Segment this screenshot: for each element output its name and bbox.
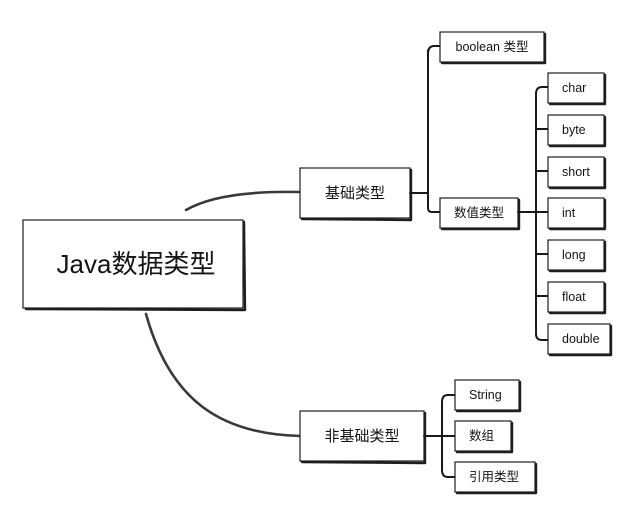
bracket-primitive (409, 45, 441, 213)
numeric-item-label: long (562, 248, 586, 262)
numeric-item: short (547, 156, 607, 190)
root-node: Java数据类型 (22, 219, 247, 312)
numeric-item-label: byte (562, 123, 586, 137)
reference-node-label: 非基础类型 (324, 428, 399, 445)
numeric-item-label: int (562, 206, 576, 220)
numeric-item: double (547, 323, 613, 357)
reference-item-label: 引用类型 (469, 470, 519, 484)
primitive-node: 基础类型 (299, 167, 413, 222)
numeric-item: long (547, 239, 607, 273)
reference-item: 引用类型 (454, 461, 538, 495)
bracket-numeric (517, 86, 549, 341)
numeric-node-label: 数值类型 (454, 205, 504, 220)
reference-item: String (454, 379, 522, 413)
numeric-item: int (547, 197, 607, 231)
reference-node: 非基础类型 (299, 410, 427, 465)
numeric-node: 数值类型 (439, 197, 521, 231)
numeric-item: char (547, 72, 607, 106)
numeric-item-label: short (562, 165, 590, 179)
numeric-item-label: char (562, 81, 586, 95)
reference-item-label: 数组 (469, 428, 494, 443)
numeric-item-label: float (562, 290, 586, 304)
boolean-node: boolean 类型 (439, 31, 547, 65)
reference-item-label: String (469, 388, 502, 402)
edge-root-to-primitive (184, 190, 302, 212)
numeric-item: byte (547, 114, 607, 148)
edge-root-to-reference (144, 312, 302, 438)
numeric-item-label: double (562, 332, 600, 346)
reference-item: 数组 (454, 420, 514, 454)
root-node-label: Java数据类型 (57, 249, 216, 279)
boolean-node-label: boolean 类型 (456, 40, 529, 54)
numeric-item: float (547, 281, 607, 315)
primitive-node-label: 基础类型 (325, 185, 385, 202)
bracket-reference (423, 394, 456, 478)
